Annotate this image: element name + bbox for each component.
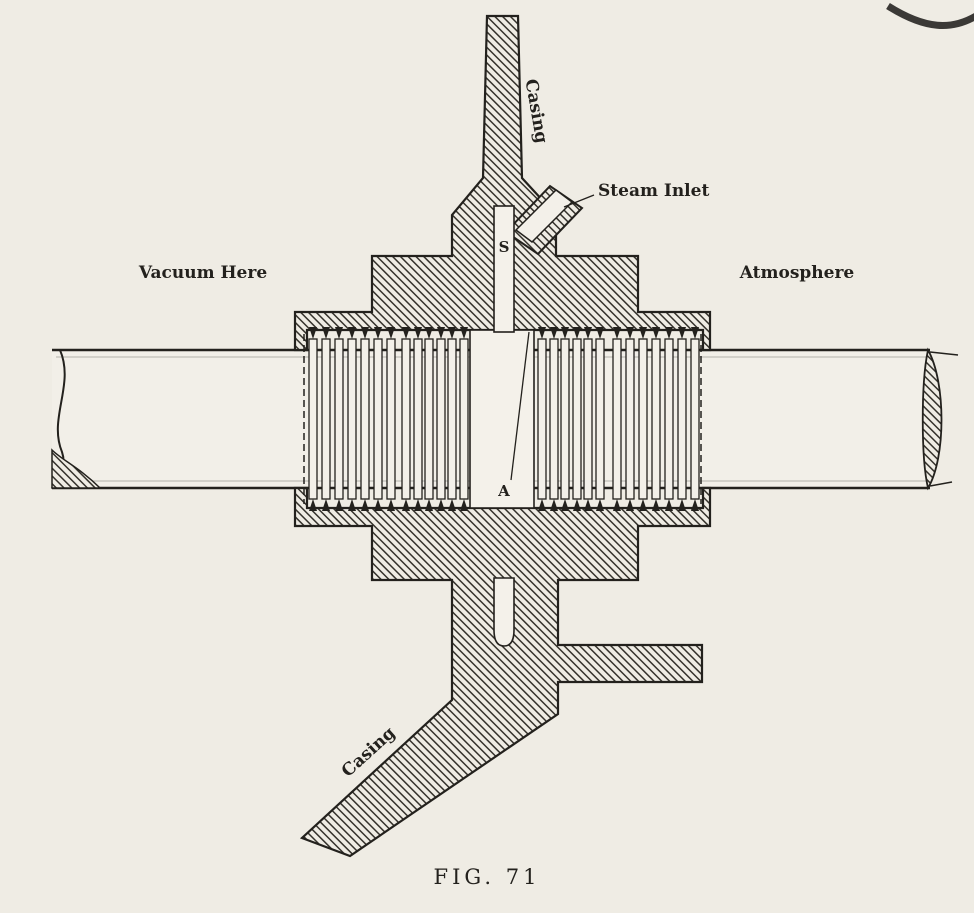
packing-ring	[560, 326, 570, 512]
shaft-fracture-right	[921, 347, 959, 491]
packing-ring	[583, 326, 593, 512]
packing-ring	[690, 326, 700, 512]
packing-ring	[373, 326, 383, 512]
packing-ring	[459, 326, 469, 512]
packing-ring	[612, 326, 622, 512]
packing-ring	[595, 326, 605, 512]
packing-ring	[651, 326, 661, 512]
packing-ring	[537, 326, 547, 512]
packing-ring	[308, 326, 318, 512]
packing-ring	[572, 326, 582, 512]
page-edge-mark	[886, 3, 974, 29]
packing-ring	[347, 326, 357, 512]
packing-ring	[677, 326, 687, 512]
label-vacuum-here: Vacuum Here	[138, 263, 267, 283]
packing-ring	[321, 326, 331, 512]
packing-ring	[447, 326, 457, 512]
packing-ring	[436, 326, 446, 512]
packing-ring	[413, 326, 423, 512]
packing-ring	[424, 326, 434, 512]
steam-passage-slot	[493, 205, 515, 333]
shaft-fracture-left	[51, 349, 102, 489]
packing-ring	[360, 326, 370, 512]
label-annulus-a: A	[497, 482, 510, 500]
packing-ring	[334, 326, 344, 512]
central-chamber	[469, 329, 535, 509]
figure-caption: FIG. 71	[434, 865, 541, 889]
label-steam-inlet: Steam Inlet	[598, 181, 709, 201]
label-atmosphere: Atmosphere	[739, 263, 855, 283]
steam-inlet-leader-line	[563, 194, 595, 208]
steam-inlet-nozzle	[504, 184, 584, 256]
packing-ring	[664, 326, 674, 512]
casing-lower	[293, 486, 712, 858]
packing-ring	[638, 326, 648, 512]
packing-ring	[401, 326, 411, 512]
drain-slot	[493, 577, 515, 647]
packing-ring	[549, 326, 559, 512]
packing-ring	[386, 326, 396, 512]
label-steam-chamber-s: S	[499, 238, 510, 256]
annulus-leader-line	[510, 331, 530, 481]
packing-ring	[625, 326, 635, 512]
